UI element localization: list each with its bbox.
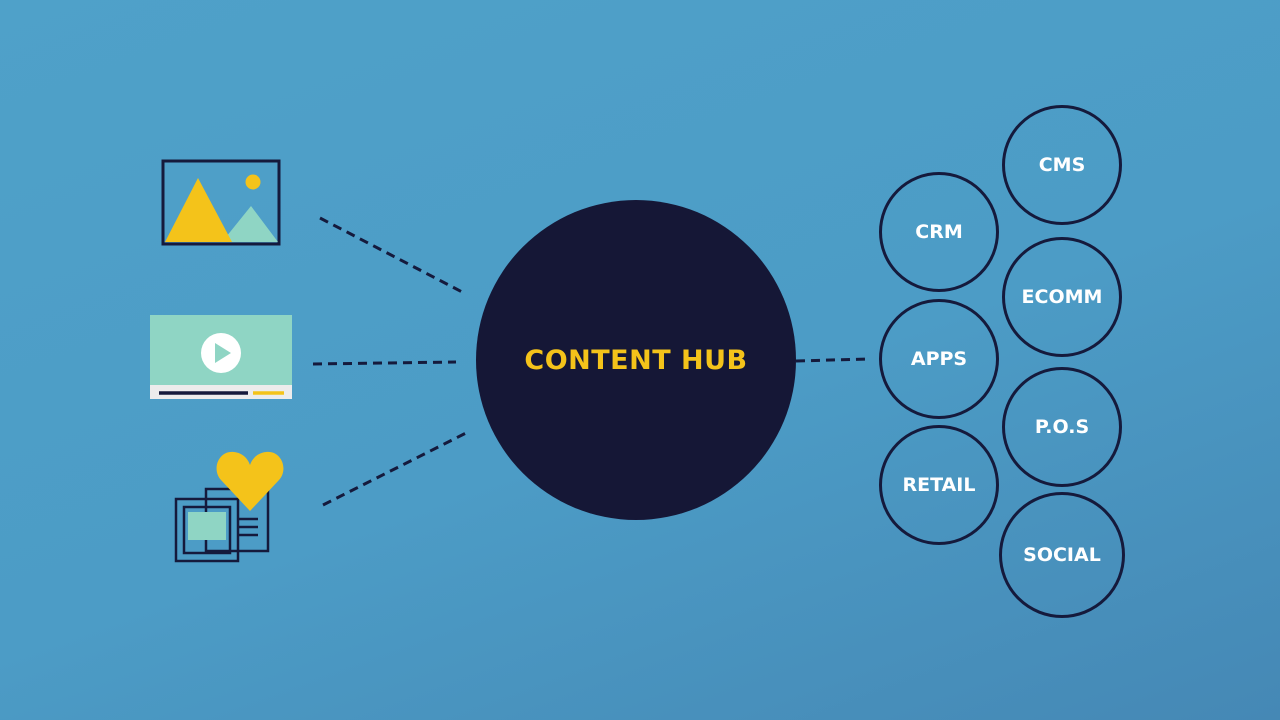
content-hub-circle: CONTENT HUB [476, 200, 796, 520]
channel-node-ecomm: ECOMM [1002, 237, 1122, 357]
channel-node-social: SOCIAL [999, 492, 1125, 618]
channel-label-apps: APPS [910, 348, 968, 370]
channel-node-apps: APPS [879, 299, 999, 419]
channel-label-social: SOCIAL [1023, 544, 1101, 566]
channel-node-retail: RETAIL [879, 425, 999, 545]
image-icon [161, 159, 281, 246]
channel-label-ecomm: ECOMM [1021, 286, 1103, 308]
channel-label-pos: P.O.S [1034, 416, 1090, 438]
channel-label-cms: CMS [1038, 154, 1086, 176]
connector-social-to-hub [322, 430, 469, 507]
channel-label-crm: CRM [915, 221, 963, 243]
connector-video-to-hub [312, 360, 457, 366]
channel-label-retail: RETAIL [902, 474, 976, 496]
hub-label: CONTENT HUB [524, 344, 748, 376]
channel-node-cms: CMS [1002, 105, 1122, 225]
channel-node-pos: P.O.S [1002, 367, 1122, 487]
social-content-icon [174, 451, 284, 563]
connector-image-to-hub [319, 216, 467, 296]
channel-node-crm: CRM [879, 172, 999, 292]
video-player-icon [150, 315, 292, 399]
connector-hub-to-channels [795, 357, 869, 363]
